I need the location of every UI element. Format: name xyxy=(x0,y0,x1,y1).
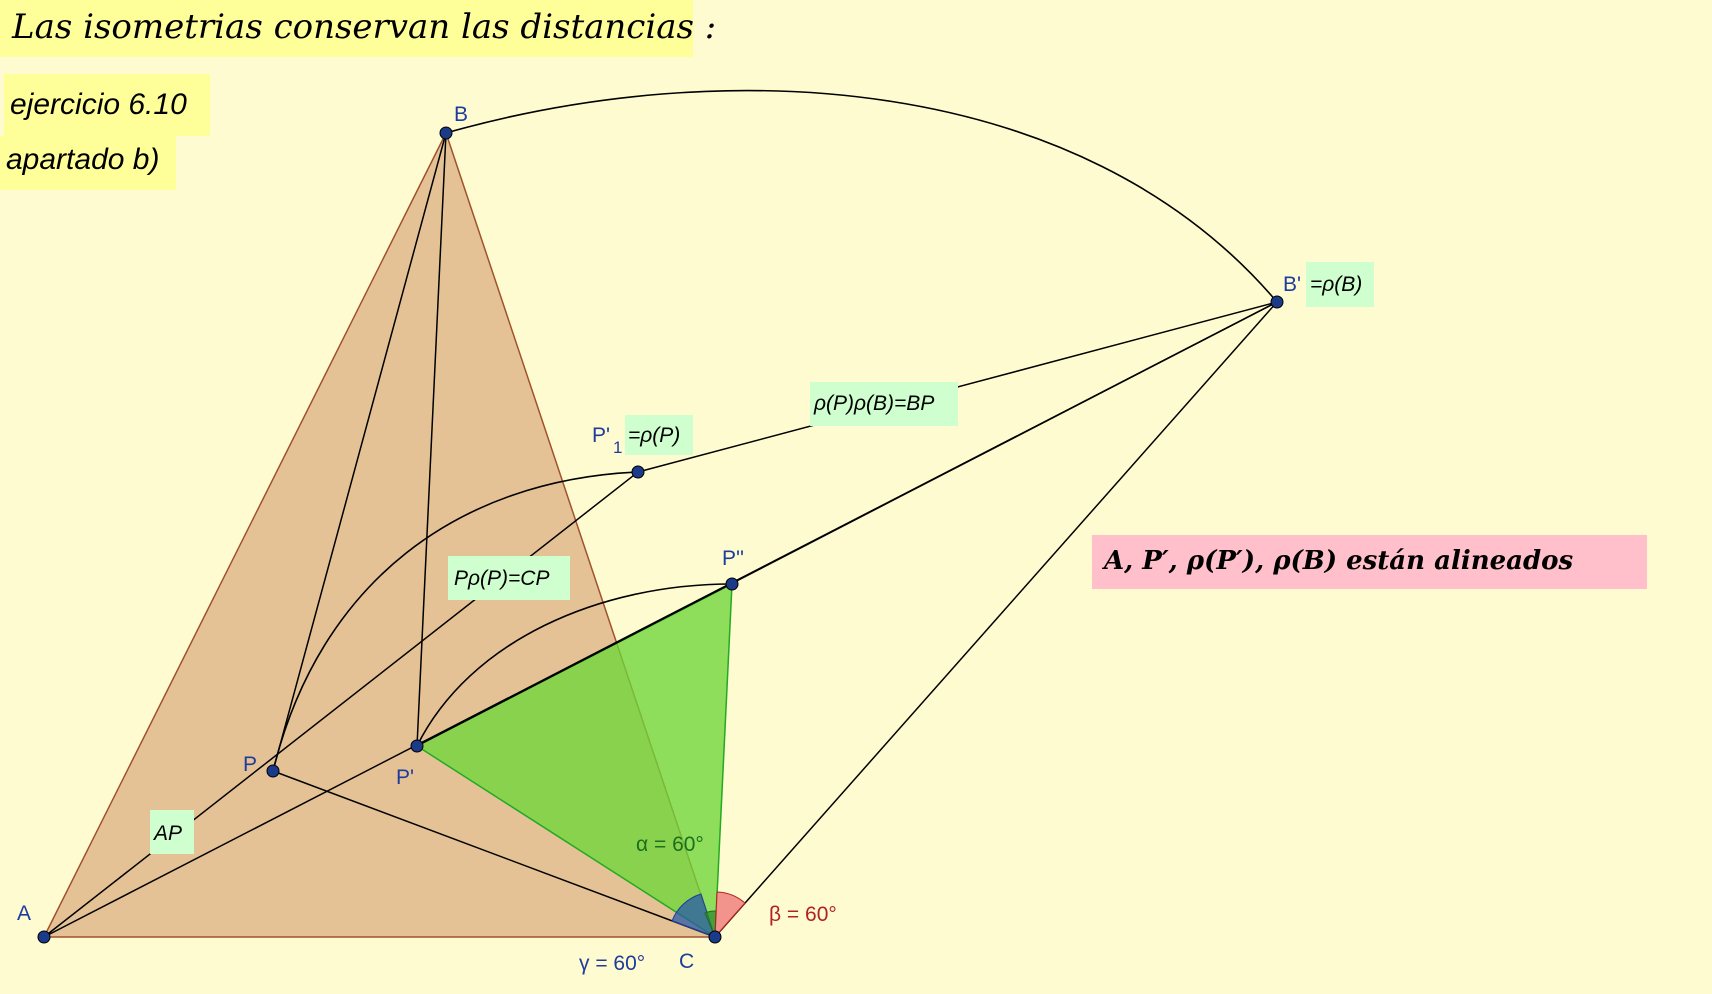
rho-p-label: =ρ(P) xyxy=(628,424,680,447)
arc-p-to-p1 xyxy=(272,471,639,772)
point-p-prime[interactable] xyxy=(410,739,424,753)
segment-b-p xyxy=(272,132,447,772)
segment-pprime-bprime xyxy=(416,301,1278,747)
section-label: apartado b) xyxy=(6,143,159,176)
label-a: A xyxy=(17,902,31,925)
segment-c-bprime xyxy=(714,301,1278,938)
exercise-box xyxy=(4,74,210,136)
ap-label-box xyxy=(150,810,194,854)
label-b-prime: B' xyxy=(1283,273,1301,296)
gamma-label: γ = 60° xyxy=(579,952,645,975)
arc-b-to-bprime xyxy=(445,89,1278,303)
point-b[interactable] xyxy=(439,126,453,140)
rho-p-rho-b-label: ρ(P)ρ(B)=BP xyxy=(813,392,934,415)
label-p-double-prime: P'' xyxy=(722,547,744,570)
rho-b-label: =ρ(B) xyxy=(1310,273,1362,296)
label-b: B xyxy=(454,103,468,126)
title-box xyxy=(0,0,693,57)
rho-b-label-box xyxy=(1306,262,1374,307)
title: Las isometrias conservan las distancias … xyxy=(11,7,716,47)
arc-pprime-to-pdoubleprime xyxy=(416,583,733,747)
label-p: P xyxy=(243,753,257,776)
exercise-label: ejercicio 6.10 xyxy=(10,88,187,121)
segment-a-p1 xyxy=(43,471,639,938)
alpha-label: α = 60° xyxy=(636,833,704,856)
angle-beta-mark xyxy=(714,891,746,939)
label-p-prime-1-sub: 1 xyxy=(613,438,622,457)
label-p-prime: P' xyxy=(396,766,414,789)
conclusion-box xyxy=(1092,535,1647,589)
point-p[interactable] xyxy=(266,764,280,778)
point-a[interactable] xyxy=(37,930,51,944)
rho-p-label-box xyxy=(625,415,693,455)
label-p-prime-1: P' xyxy=(592,424,610,447)
point-c[interactable] xyxy=(708,930,722,944)
section-box xyxy=(0,136,176,190)
angle-gamma-mark xyxy=(671,893,716,938)
point-b-prime[interactable] xyxy=(1270,295,1284,309)
label-c: C xyxy=(679,950,694,973)
ap-label: AP xyxy=(152,822,182,845)
conclusion: A, P′, ρ(P′), ρ(B) están alineados xyxy=(1101,546,1574,576)
rho-p-rho-b-label-box xyxy=(810,382,958,426)
segment-b-pprime xyxy=(416,132,447,747)
point-p-double-prime[interactable] xyxy=(725,577,739,591)
p-rho-p-label-box xyxy=(448,556,570,600)
p-rho-p-label: Pρ(P)=CP xyxy=(454,567,549,590)
point-p-prime-1[interactable] xyxy=(631,465,645,479)
beta-label: β = 60° xyxy=(769,903,837,926)
segment-p-c xyxy=(272,770,716,938)
